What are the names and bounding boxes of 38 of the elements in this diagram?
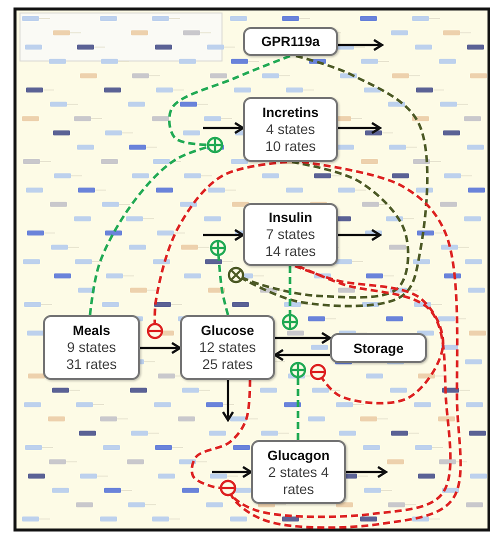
- regulation-connector: [168, 54, 290, 154]
- process-box: [43, 315, 140, 380]
- arrow: [274, 348, 330, 362]
- regulation-connector: [290, 362, 306, 440]
- box-subtitle: 2 states 4 rates: [267, 464, 330, 498]
- regulation-connector: [282, 266, 298, 330]
- arrow: [140, 342, 182, 354]
- regulation-connector: [146, 160, 288, 340]
- arrow: [203, 228, 244, 242]
- box-title: Meals: [72, 322, 110, 339]
- box-subtitle: 12 states 25 rates: [198, 339, 257, 373]
- arrow: [346, 466, 388, 478]
- regulation-connector: [210, 240, 230, 316]
- arrow: [222, 380, 234, 422]
- arrow: [338, 228, 382, 242]
- process-box: [243, 27, 338, 56]
- process-box: [330, 333, 427, 363]
- process-box: [251, 440, 346, 504]
- process-box: [180, 315, 275, 380]
- box-subtitle: 7 states 14 rates: [264, 226, 317, 260]
- regulation-connector: [190, 380, 252, 496]
- arrow: [338, 38, 384, 52]
- arrow: [275, 332, 332, 344]
- box-title: Incretins: [262, 104, 319, 121]
- box-title: GPR119a: [261, 33, 320, 50]
- box-title: Glucagon: [267, 446, 330, 464]
- regulation-connector: [228, 54, 429, 308]
- arrow: [203, 122, 244, 134]
- process-box: [243, 203, 338, 266]
- arrow: [338, 122, 382, 134]
- box-subtitle: 4 states 10 rates: [264, 121, 317, 155]
- arrow: [212, 466, 252, 478]
- regulation-connector: [294, 264, 444, 404]
- box-title: Storage: [353, 340, 404, 356]
- box-title: Insulin: [268, 209, 312, 226]
- box-subtitle: 9 states 31 rates: [65, 339, 118, 373]
- box-title: Glucose: [200, 322, 254, 339]
- process-box: [243, 97, 338, 162]
